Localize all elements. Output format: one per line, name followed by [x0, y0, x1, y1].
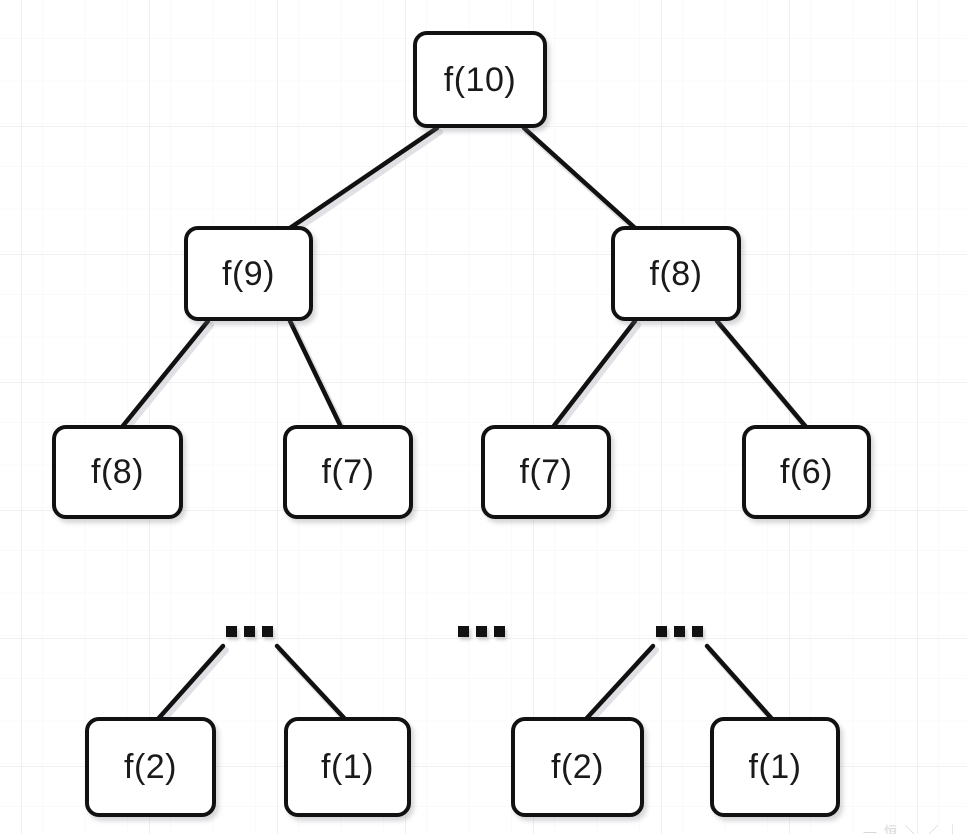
ellipsis-dot	[458, 626, 469, 637]
tree-node-n0[interactable]: f(10)	[413, 31, 547, 128]
edge-shadow	[586, 647, 659, 726]
ellipsis-e0	[226, 626, 273, 637]
ellipsis-dot	[656, 626, 667, 637]
tree-edge-e2-n10	[704, 643, 775, 722]
ellipsis-e2	[656, 626, 703, 637]
tree-node-n6[interactable]: f(6)	[742, 425, 871, 519]
edge-shadow	[553, 322, 641, 434]
tree-node-label: f(2)	[124, 748, 177, 786]
edge-shadow	[277, 647, 351, 726]
ellipsis-dot	[674, 626, 685, 637]
tree-node-label: f(7)	[321, 453, 375, 491]
edge-shadow	[524, 129, 641, 235]
edge-shadow	[158, 647, 229, 726]
ellipsis-e1	[458, 626, 505, 637]
edge-shadow	[122, 322, 214, 434]
ellipsis-dot	[692, 626, 703, 637]
tree-node-n8[interactable]: f(1)	[284, 717, 411, 817]
tree-node-n9[interactable]: f(2)	[511, 717, 644, 817]
edge-shadow	[290, 322, 347, 434]
tree-node-label: f(6)	[780, 453, 833, 491]
tree-edge-e0-n7	[155, 643, 226, 722]
tree-edge-n2-n6	[714, 318, 809, 430]
tree-node-label: f(1)	[748, 748, 802, 786]
tree-node-n1[interactable]: f(9)	[184, 226, 313, 321]
ellipsis-dot	[262, 626, 273, 637]
watermark-text: — 恒 ＼ ／ ｜	[863, 824, 961, 834]
ellipsis-dot	[476, 626, 487, 637]
edge-shadow	[290, 129, 443, 235]
tree-node-n10[interactable]: f(1)	[710, 717, 840, 817]
tree-node-label: f(2)	[551, 748, 604, 786]
edge-shadow	[717, 322, 812, 434]
tree-edge-e2-n9	[583, 643, 656, 722]
tree-node-n4[interactable]: f(7)	[283, 425, 413, 519]
tree-node-n2[interactable]: f(8)	[611, 226, 741, 321]
ellipsis-dot	[244, 626, 255, 637]
tree-edge-n2-n5	[550, 318, 638, 430]
tree-node-label: f(8)	[91, 453, 144, 491]
tree-node-n3[interactable]: f(8)	[52, 425, 183, 519]
tree-edge-n1-n3	[119, 318, 211, 430]
tree-node-n5[interactable]: f(7)	[481, 425, 611, 519]
tree-node-label: f(8)	[649, 254, 703, 293]
tree-edge-n1-n4	[287, 318, 344, 430]
tree-node-label: f(7)	[519, 453, 573, 491]
edge-shadow	[707, 647, 778, 726]
tree-edge-n0-n2	[521, 125, 638, 231]
tree-node-label: f(1)	[321, 748, 374, 786]
ellipsis-dot	[226, 626, 237, 637]
tree-edge-n0-n1	[287, 125, 440, 231]
ellipsis-dot	[494, 626, 505, 637]
tree-edge-e0-n8	[274, 643, 348, 722]
tree-node-label: f(9)	[222, 254, 275, 293]
tree-node-n7[interactable]: f(2)	[85, 717, 216, 817]
tree-node-label: f(10)	[443, 60, 517, 99]
